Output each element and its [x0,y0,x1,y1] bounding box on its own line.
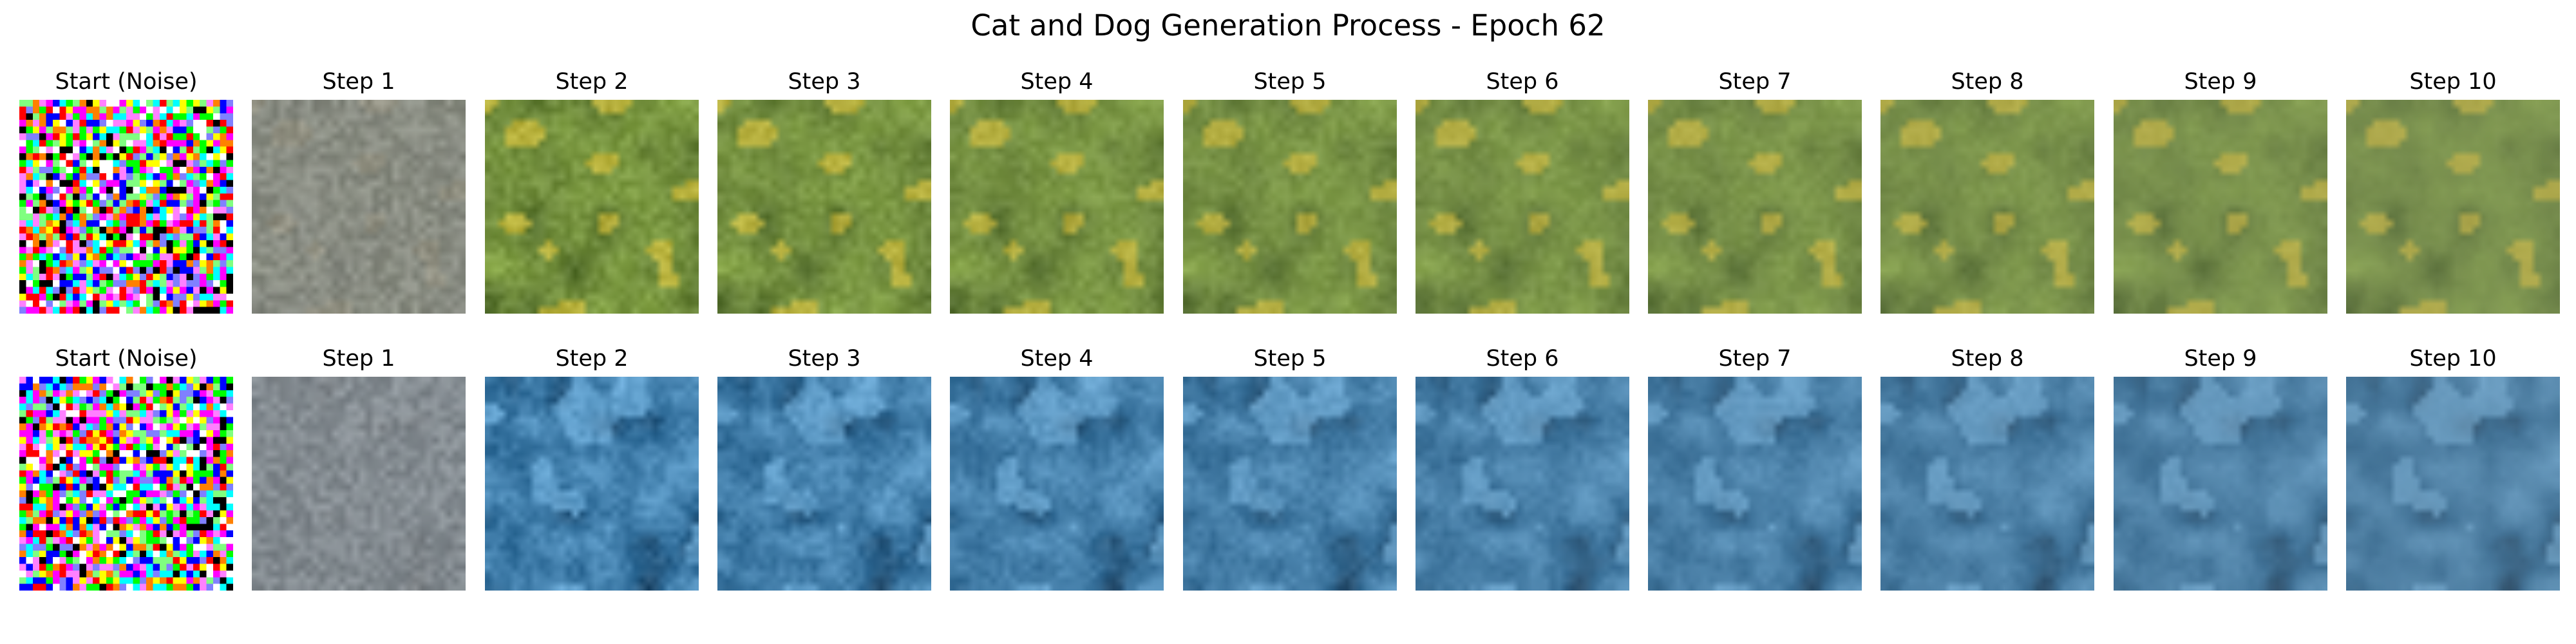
panel-row1-step-5: Step 5 [1183,68,1397,314]
panel-title: Step 8 [1951,346,2024,372]
noise-image [19,377,233,591]
panel-title: Step 5 [1253,69,1327,95]
panel-row1-step-2: Step 2 [485,68,699,314]
panel-title: Step 3 [788,69,861,95]
panel-row2-step-5: Step 5 [1183,345,1397,591]
panel-row2-step-9: Step 9 [2114,345,2327,591]
generated-image [2346,100,2560,314]
panel-title: Step 9 [2184,69,2257,95]
panel-title: Step 1 [322,69,395,95]
panel-title: Step 1 [322,346,395,372]
panel-title: Step 4 [1020,69,1094,95]
generated-image [1416,377,1629,591]
panel-title: Start (Noise) [55,69,198,95]
panel-row2-step-7: Step 7 [1648,345,1862,591]
panel-title: Step 6 [1486,346,1559,372]
generated-image [485,377,699,591]
panel-row2-step-6: Step 6 [1416,345,1629,591]
generated-image [2114,377,2327,591]
generated-image [950,100,1164,314]
panel-title: Step 2 [555,346,629,372]
generated-image [485,100,699,314]
generated-image [2114,100,2327,314]
panel-title: Step 10 [2409,346,2497,372]
noise-image [19,100,233,314]
generated-image [1648,377,1862,591]
panel-row2-step-2: Step 2 [485,345,699,591]
generated-image [950,377,1164,591]
panel-row2-step-8: Step 8 [1880,345,2094,591]
panel-title: Step 4 [1020,346,1094,372]
panel-row1-step-3: Step 3 [717,68,931,314]
generated-image [1416,100,1629,314]
panel-title: Step 6 [1486,69,1559,95]
figure-title: Cat and Dog Generation Process - Epoch 6… [971,8,1605,43]
panel-row1-step-8: Step 8 [1880,68,2094,314]
panel-title: Step 7 [1718,69,1792,95]
panel-title: Step 7 [1718,346,1792,372]
generated-image [1183,100,1397,314]
panel-title: Step 5 [1253,346,1327,372]
panel-row1-step-1: Step 1 [252,68,466,314]
generated-image [717,100,931,314]
panel-row2-step-4: Step 4 [950,345,1164,591]
generated-image [1648,100,1862,314]
generated-image [1880,100,2094,314]
panel-title: Step 3 [788,346,861,372]
panel-row1-step-4: Step 4 [950,68,1164,314]
panel-row2-step-1: Step 1 [252,345,466,591]
generated-image [717,377,931,591]
generated-image [252,100,466,314]
panel-row2-start: Start (Noise) [19,345,233,591]
panel-row1-step-7: Step 7 [1648,68,1862,314]
panel-title: Start (Noise) [55,346,198,372]
panel-row1-step-10: Step 10 [2346,68,2560,314]
panel-title: Step 10 [2409,69,2497,95]
generated-image [2346,377,2560,591]
generated-image [1183,377,1397,591]
generated-image [252,377,466,591]
panel-row2-step-10: Step 10 [2346,345,2560,591]
panel-title: Step 9 [2184,346,2257,372]
panel-row1-step-6: Step 6 [1416,68,1629,314]
panel-row1-step-9: Step 9 [2114,68,2327,314]
panel-row1-start: Start (Noise) [19,68,233,314]
panel-title: Step 2 [555,69,629,95]
generated-image [1880,377,2094,591]
panel-row2-step-3: Step 3 [717,345,931,591]
panel-title: Step 8 [1951,69,2024,95]
